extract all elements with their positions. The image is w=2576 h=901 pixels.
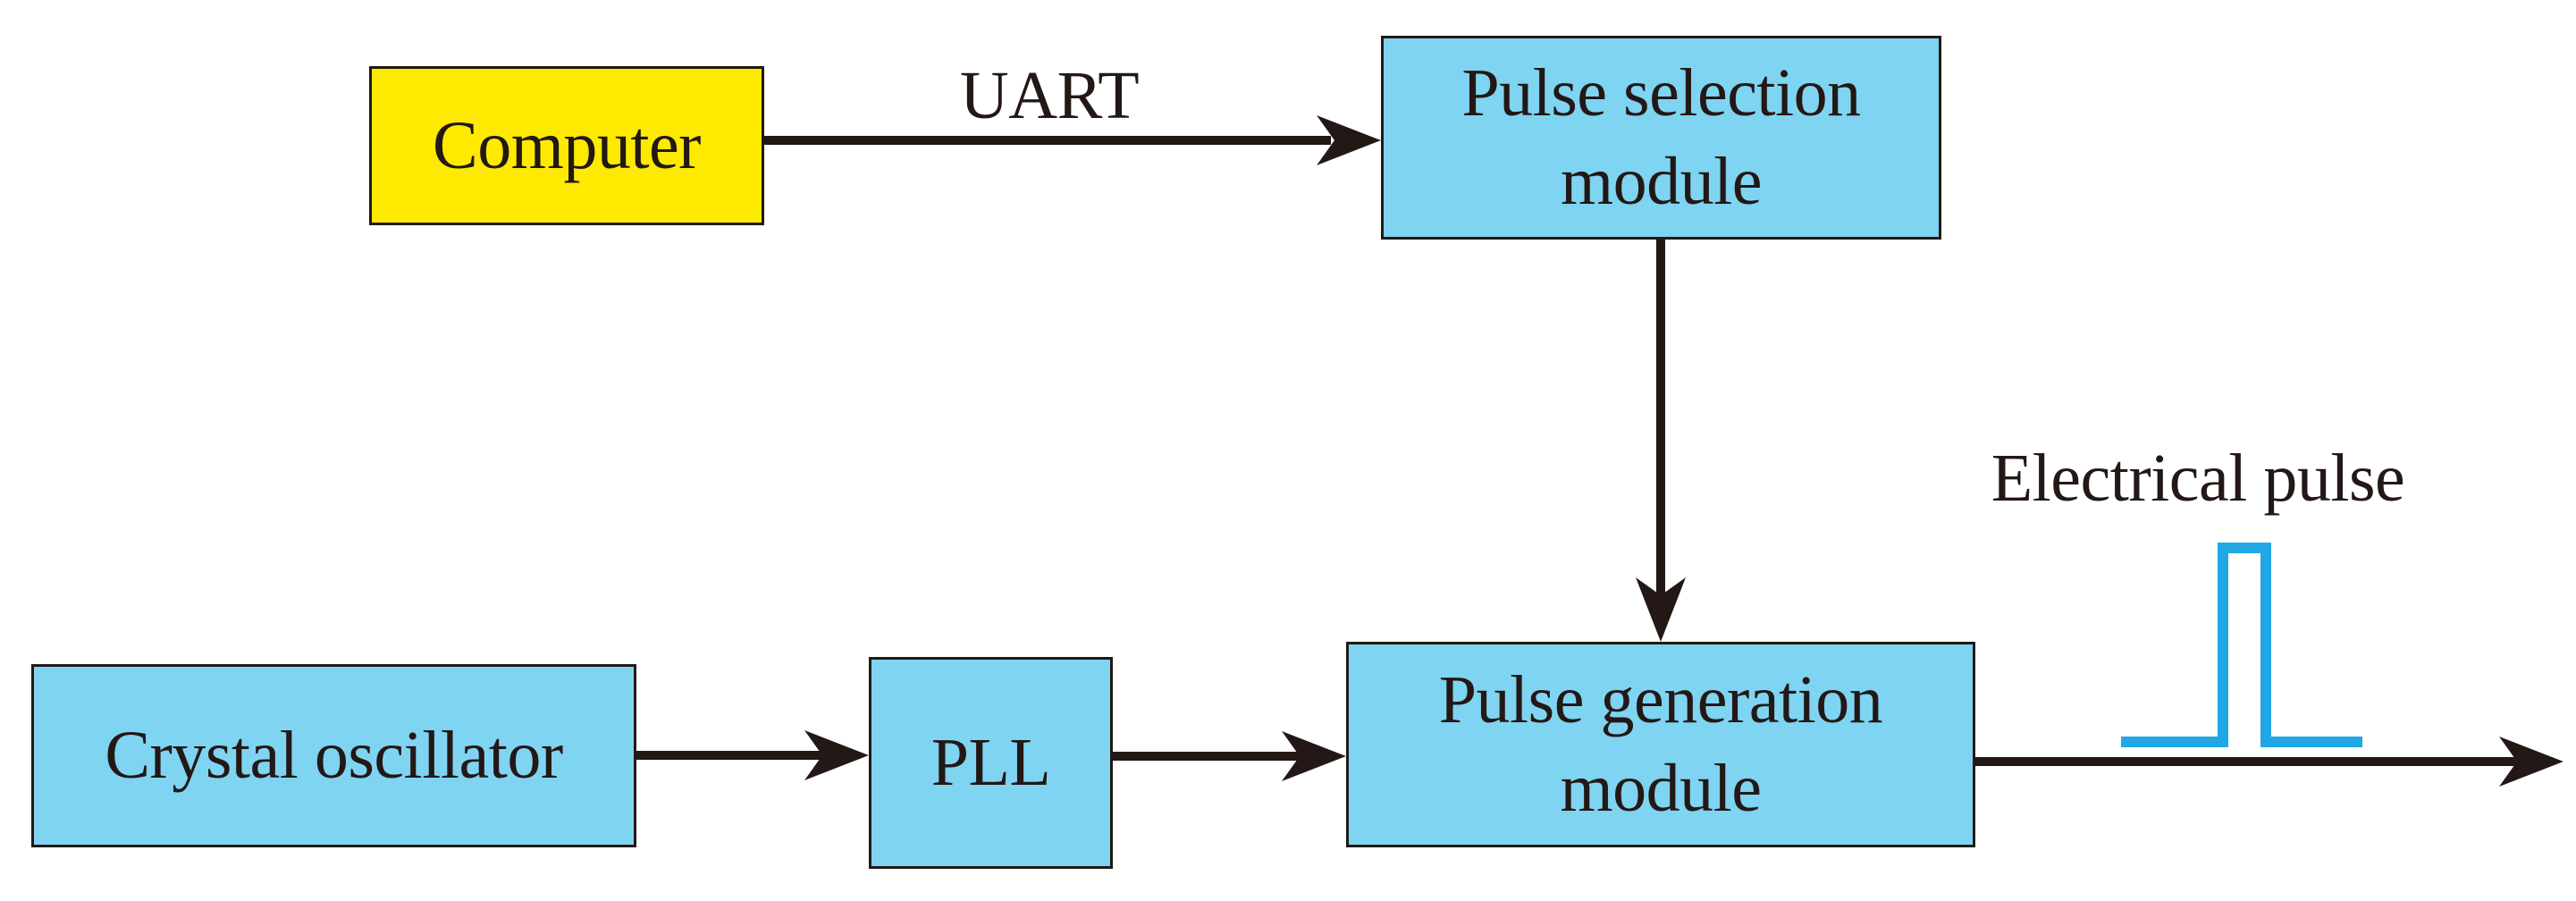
crystal-to-pll-arrow <box>636 730 869 780</box>
node-pulse-selection-module-label: Pulse selection module <box>1461 55 1861 219</box>
node-pll-label: PLL <box>930 725 1051 801</box>
electrical-pulse-annotation: Electrical pulse <box>1991 441 2405 516</box>
pll-to-generation-arrow <box>1113 731 1346 781</box>
node-pll: PLL <box>869 657 1113 869</box>
output-arrow <box>1975 737 2563 787</box>
uart-arrowhead-icon <box>1317 115 1381 165</box>
down-arrowhead-icon <box>1636 577 1686 642</box>
crystal-to-pll-arrowhead-icon <box>804 730 869 780</box>
node-computer-label: Computer <box>433 107 701 183</box>
uart-edge-label: UART <box>959 58 1140 133</box>
node-pulse-generation-module-label: Pulse generation module <box>1438 662 1883 826</box>
node-computer: Computer <box>369 66 764 225</box>
electrical-pulse-waveform-icon <box>2121 543 2362 747</box>
pll-to-generation-arrowhead-icon <box>1282 731 1346 781</box>
node-pulse-selection-module: Pulse selection module <box>1381 36 1941 240</box>
node-pulse-generation-module: Pulse generation module <box>1346 642 1975 847</box>
node-crystal-oscillator: Crystal oscillator <box>31 664 636 847</box>
selection-to-generation-arrow <box>1636 240 1686 642</box>
node-crystal-oscillator-label: Crystal oscillator <box>105 718 563 794</box>
uart-arrow <box>764 115 1381 165</box>
output-arrowhead-icon <box>2499 737 2563 787</box>
